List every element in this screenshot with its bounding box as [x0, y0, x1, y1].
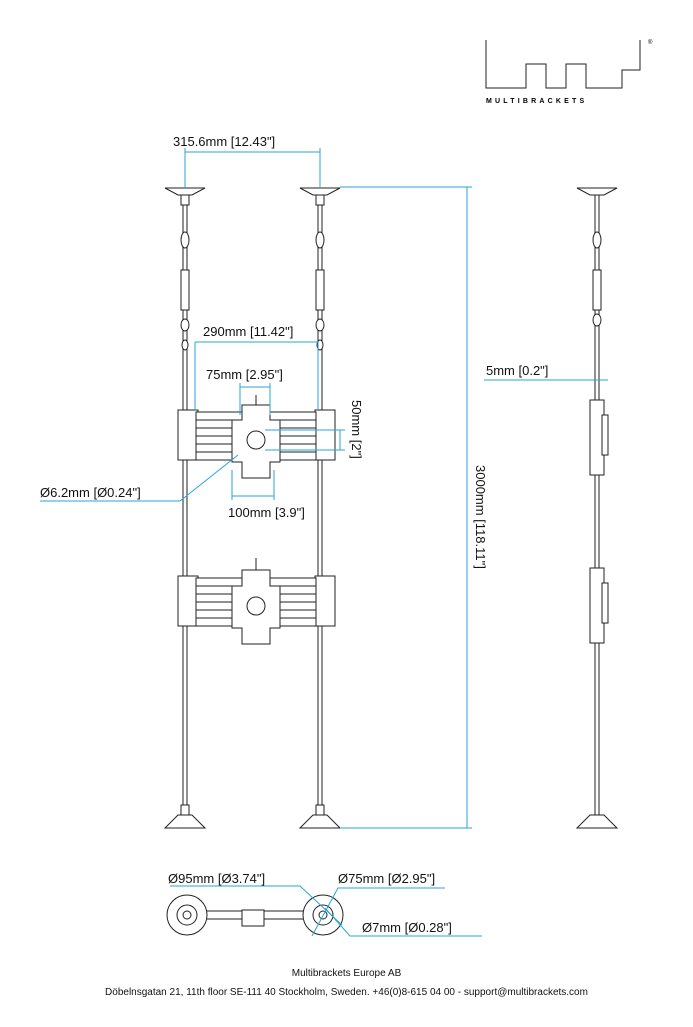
label-flange-holes: Ø75mm [Ø2.95"]	[338, 871, 435, 886]
label-flange-diameter: Ø95mm [Ø3.74"]	[168, 871, 265, 886]
multibrackets-logo: MULTIBRACKETS ®	[485, 39, 653, 105]
label-side-offset: 5mm [0.2"]	[486, 363, 548, 378]
side-view	[575, 187, 619, 829]
label-pole-diameter: Ø7mm [Ø0.28"]	[362, 920, 452, 935]
label-pole-spacing: 315.6mm [12.43"]	[173, 134, 275, 149]
label-vesa-height: 50mm [2"]	[349, 400, 364, 459]
label-bar-width: 290mm [11.42"]	[203, 324, 293, 339]
turnbuckle-right	[315, 231, 325, 351]
turnbuckle-left	[180, 231, 190, 351]
label-vesa-small: 75mm [2.95"]	[206, 367, 283, 382]
label-hole-diameter: Ø6.2mm [Ø0.24"]	[40, 485, 141, 500]
bracket-lower	[177, 558, 336, 645]
footer-company: Multibrackets Europe AB	[291, 968, 402, 979]
label-total-height: 3000mm [118.11"]	[473, 465, 488, 569]
dimension-lines	[40, 148, 608, 937]
top-flange-left	[164, 187, 206, 206]
bottom-flange-right	[298, 804, 342, 829]
label-vesa-large: 100mm [3.9"]	[228, 505, 305, 520]
bottom-flange-left	[163, 804, 207, 829]
front-view	[163, 187, 342, 829]
bracket-upper	[177, 395, 336, 479]
registered-mark: ®	[648, 39, 653, 46]
top-flange-right	[299, 187, 341, 206]
footer-address: Döbelnsgatan 21, 11th floor SE-111 40 St…	[105, 987, 588, 998]
logo-text: MULTIBRACKETS	[486, 98, 587, 105]
